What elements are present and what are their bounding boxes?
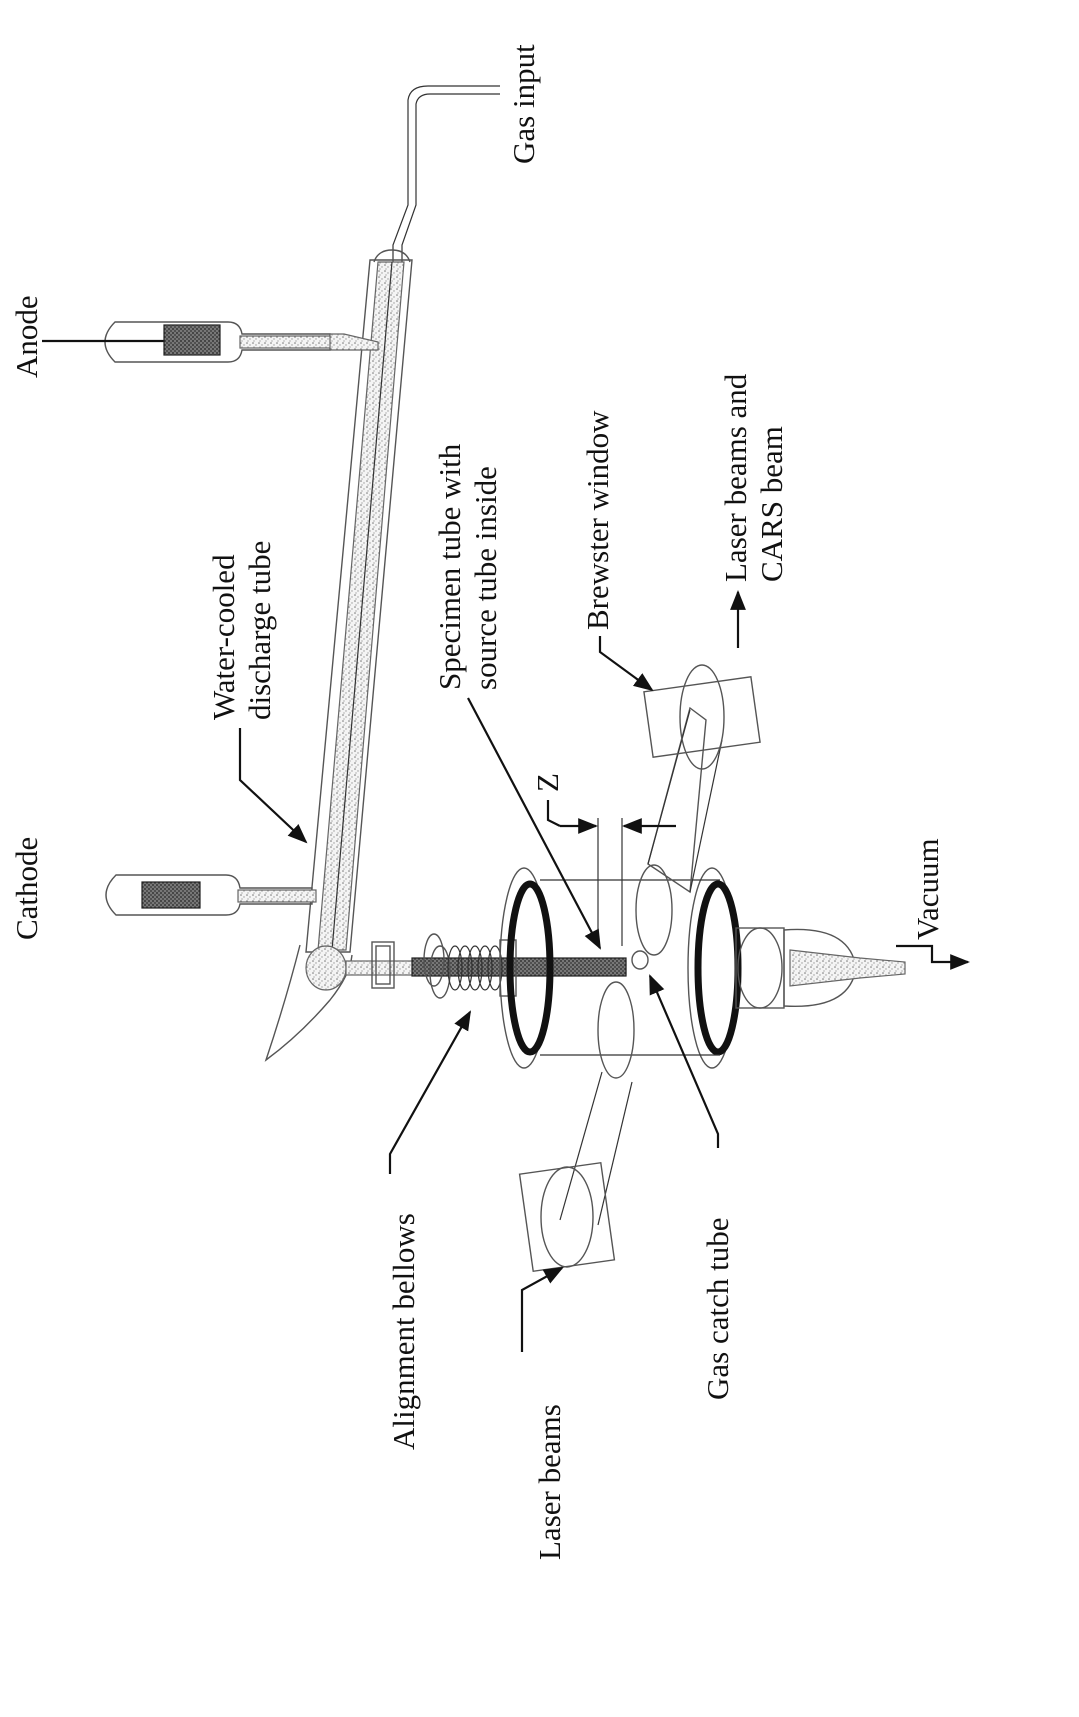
label-laser-cars-1: Laser beams and	[718, 373, 753, 582]
input-window-arm	[518, 1071, 633, 1273]
label-brewster: Brewster window	[580, 410, 615, 630]
discharge-tube	[305, 259, 413, 953]
tube-tail	[264, 944, 353, 1062]
vacuum-arrow	[896, 944, 970, 970]
label-alignment: Alignment bellows	[386, 1213, 421, 1450]
label-cathode: Cathode	[9, 837, 44, 940]
label-laser-beams: Laser beams	[532, 1404, 567, 1560]
brewster-arrow	[598, 636, 654, 692]
label-specimen-2: source tube inside	[468, 466, 503, 690]
label-specimen-1: Specimen tube with	[432, 443, 467, 690]
label-vacuum: Vacuum	[910, 838, 945, 940]
anode-assembly	[42, 321, 379, 363]
label-water-cooled-1: Water-cooled	[206, 554, 241, 720]
z-dimension	[546, 800, 676, 946]
label-water-cooled-2: discharge tube	[242, 541, 277, 720]
bellows-assembly	[345, 933, 627, 999]
brewster-window-arm	[643, 664, 761, 894]
pointer-arrows	[238, 590, 970, 1352]
alignment-arrow	[388, 1010, 471, 1174]
label-z: Z	[530, 773, 565, 792]
gas-catch-arrow	[648, 974, 720, 1148]
label-gas-input: Gas input	[506, 44, 541, 164]
vacuum-chamber	[499, 864, 906, 1079]
label-anode: Anode	[9, 295, 44, 378]
specimen-arrow	[467, 697, 601, 950]
gas-input-line	[373, 85, 500, 263]
label-gas-catch: Gas catch tube	[700, 1218, 735, 1400]
laser-beams-arrow	[520, 1267, 564, 1352]
water-cooled-arrow	[238, 728, 308, 844]
label-laser-cars-2: CARS beam	[754, 426, 789, 582]
cathode-assembly	[105, 874, 317, 916]
